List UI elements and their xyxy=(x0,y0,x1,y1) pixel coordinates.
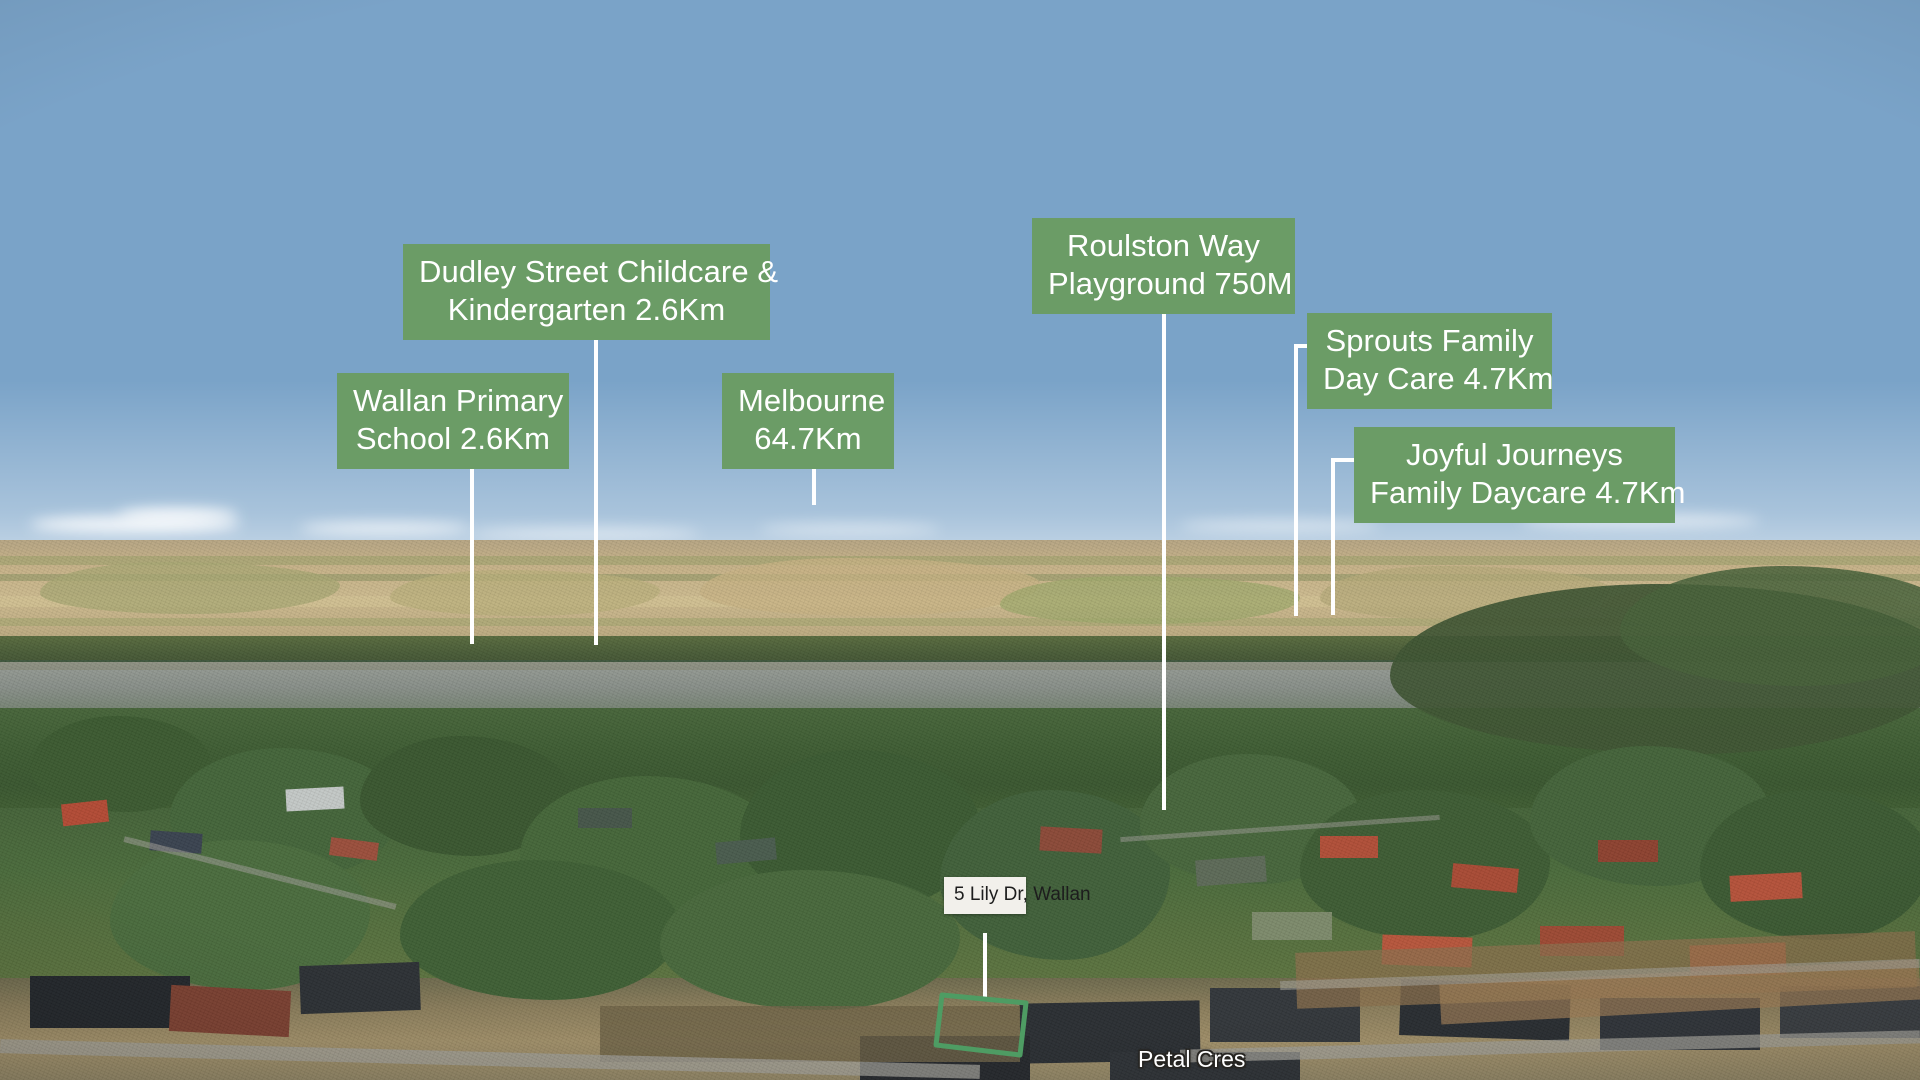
callout-line-1: Sprouts Family xyxy=(1325,323,1534,358)
street-label-petal-cres: Petal Cres xyxy=(1138,1046,1246,1072)
rooftop xyxy=(30,976,190,1028)
leader-stub-joyful-journeys-family-daycare xyxy=(1331,458,1358,462)
callout-line-2: 64.7Km xyxy=(754,421,862,456)
callout-wallan-primary-school[interactable]: Wallan Primary School 2.6Km xyxy=(337,373,569,469)
callout-line-1: Melbourne xyxy=(738,383,886,418)
paddock xyxy=(390,570,660,616)
callout-roulston-way-playground[interactable]: Roulston Way Playground 750M xyxy=(1032,218,1295,314)
callout-dudley-street-childcare[interactable]: Dudley Street Childcare & Kindergarten 2… xyxy=(403,244,779,340)
leader-line-joyful-journeys-family-daycare xyxy=(1331,458,1335,615)
callout-line-2: School 2.6Km xyxy=(355,421,551,456)
rooftop xyxy=(299,961,421,1015)
cloud xyxy=(1180,520,1380,532)
callout-line-2: Day Care 4.7Km xyxy=(1323,361,1554,396)
rooftop xyxy=(1598,840,1658,862)
property-address-line-1: 5 Lily Dr, xyxy=(954,884,1028,905)
callout-line-2: Family Daycare 4.7Km xyxy=(1370,475,1686,510)
callout-melbourne[interactable]: Melbourne 64.7Km xyxy=(722,373,894,469)
tree-cluster xyxy=(400,860,680,1000)
rooftop xyxy=(1729,872,1803,902)
tree-cluster xyxy=(1300,790,1550,940)
leader-line-melbourne xyxy=(812,457,816,505)
paddock xyxy=(1000,576,1300,624)
cloud xyxy=(760,524,940,535)
property-marker-stem xyxy=(983,933,987,999)
callout-line-1: Dudley Street Childcare & xyxy=(419,254,779,289)
rooftop xyxy=(578,808,632,828)
cloud xyxy=(300,522,470,535)
callout-joyful-journeys-family-daycare[interactable]: Joyful Journeys Family Daycare 4.7Km xyxy=(1354,427,1686,523)
tree-cluster xyxy=(1700,790,1920,940)
rooftop xyxy=(1039,826,1103,854)
callout-sprouts-family-day-care[interactable]: Sprouts Family Day Care 4.7Km xyxy=(1307,313,1554,409)
leader-line-roulston-way-playground xyxy=(1162,302,1166,810)
paddock xyxy=(700,558,1040,616)
leader-line-sprouts-family-day-care xyxy=(1294,344,1298,616)
rooftop xyxy=(1195,855,1267,887)
cloud xyxy=(118,508,238,522)
rooftop xyxy=(1320,836,1378,858)
tree-cluster xyxy=(940,790,1170,960)
leader-stub-sprouts-family-day-care xyxy=(1294,344,1311,348)
property-boundary-outline xyxy=(933,992,1029,1058)
leader-line-wallan-primary-school xyxy=(470,457,474,644)
field-strip xyxy=(0,556,1920,565)
rooftop xyxy=(285,786,345,812)
leader-line-dudley-street-childcare xyxy=(594,328,598,645)
bare-lot xyxy=(600,1006,1020,1062)
callout-line-2: Playground 750M xyxy=(1048,266,1293,301)
property-address-line-2: Wallan xyxy=(1033,884,1091,905)
callout-line-2: Kindergarten 2.6Km xyxy=(447,292,726,327)
callout-line-1: Wallan Primary xyxy=(353,383,564,418)
rooftop xyxy=(168,984,292,1038)
callout-line-1: Roulston Way xyxy=(1066,228,1260,263)
cloud xyxy=(470,528,700,540)
field-strip xyxy=(0,618,1920,626)
property-address-label[interactable]: 5 Lily Dr, Wallan xyxy=(944,877,1091,914)
rooftop xyxy=(1252,912,1332,940)
callout-line-1: Joyful Journeys xyxy=(1406,437,1623,472)
forest-hill xyxy=(1620,566,1920,686)
tree-cluster xyxy=(660,870,960,1010)
paddock xyxy=(40,562,340,614)
